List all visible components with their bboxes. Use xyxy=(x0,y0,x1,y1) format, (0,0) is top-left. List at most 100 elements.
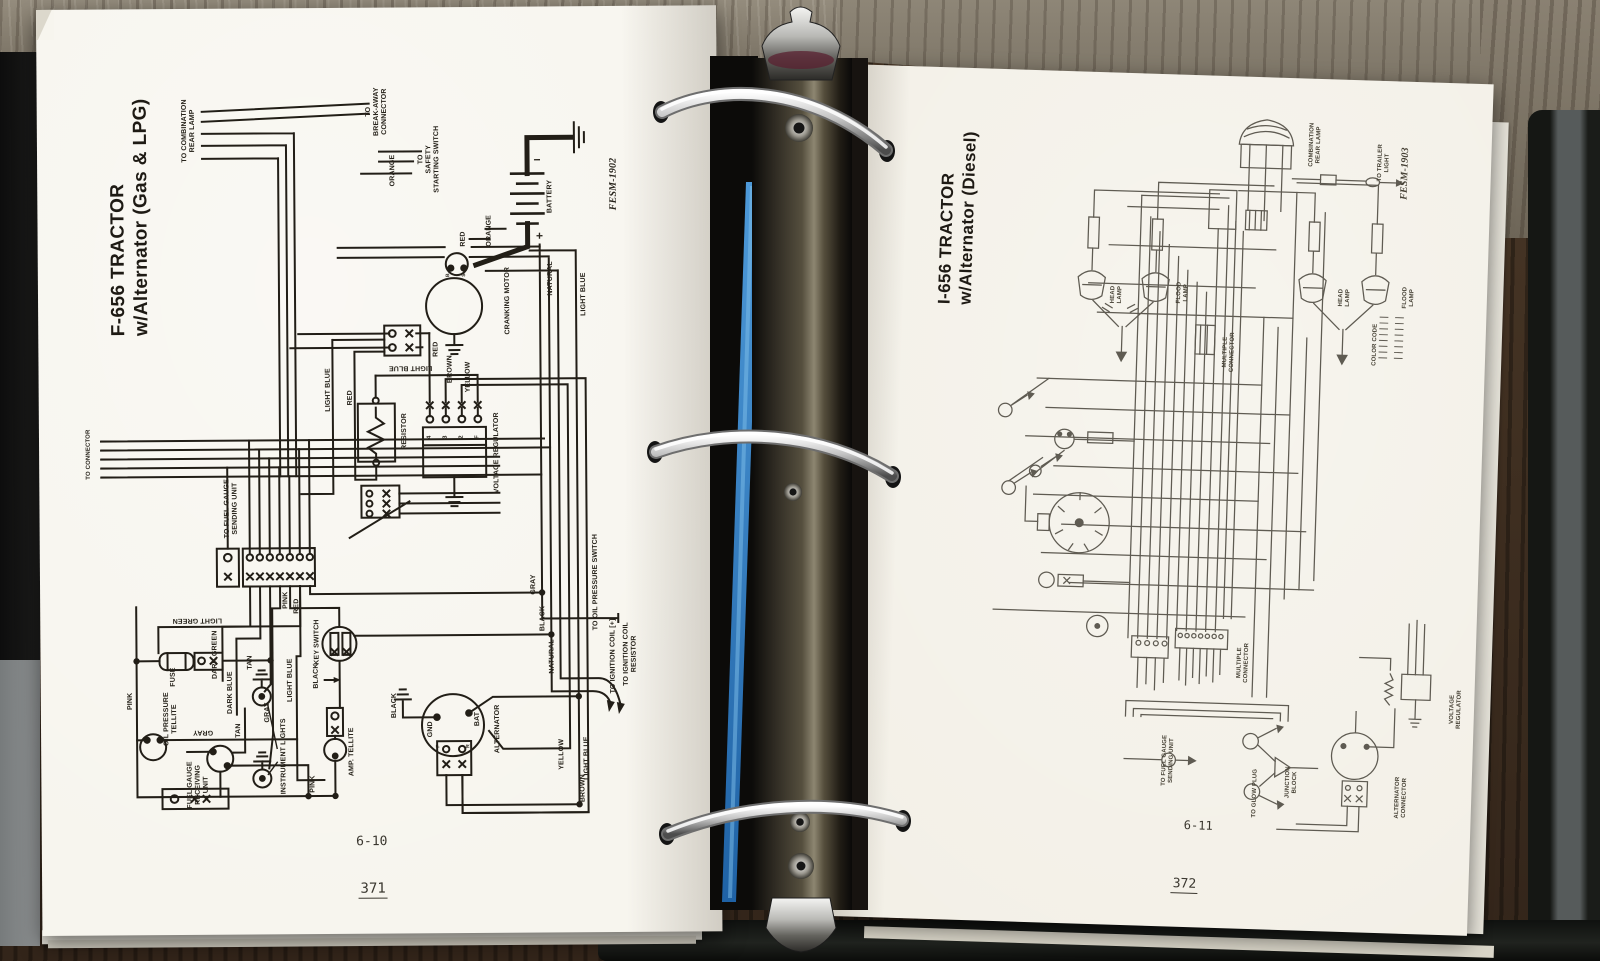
left-page-title-line1: F-656 TRACTOR xyxy=(107,183,130,337)
right-page-number: 372 xyxy=(1170,876,1199,894)
diagram-label: YELLOW xyxy=(464,361,472,393)
cranking-motor xyxy=(336,245,550,356)
diagram-label: GRAY xyxy=(263,702,272,723)
oil-pressure-tellite xyxy=(136,733,299,762)
diagram-label: TO BREAK-AWAY CONNECTOR xyxy=(364,87,388,137)
left-page-number: 371 xyxy=(358,880,388,899)
diagram-label: RED xyxy=(293,598,301,614)
right-page-title-line2: w/Alternator (Diesel) xyxy=(955,130,980,306)
diagram-label: MULTIPLE CONNECTOR xyxy=(1236,642,1251,683)
diagram-label: FUSE xyxy=(169,667,177,687)
diagram-label: LIGHT BLUE xyxy=(286,658,294,703)
diagram-label: 4 xyxy=(426,435,433,440)
color-code-legend xyxy=(1378,316,1404,360)
diagram-label: BATTERY xyxy=(546,179,554,214)
multiple-connectors xyxy=(1124,627,1290,722)
binder-ring-bottom xyxy=(659,799,911,845)
voltage-regulator-right xyxy=(1359,619,1432,728)
diagram-label: MULTIPLE CONNECTOR xyxy=(1221,332,1236,373)
instrument-lights xyxy=(251,669,279,789)
diagram-label: BLACK xyxy=(390,692,399,719)
diagram-label: LIGHT BLUE xyxy=(324,368,332,412)
right-page-title: I-656 TRACTOR w/Alternator (Diesel) xyxy=(934,130,981,305)
right-page-title-line1: I-656 TRACTOR xyxy=(934,172,958,305)
spine-rivet-bottom-hole xyxy=(796,818,804,826)
glow-plugs xyxy=(1242,724,1319,810)
headlamps-right xyxy=(1238,182,1390,366)
diagram-label: FLOOD LAMP xyxy=(1401,286,1416,309)
left-figure-number: 6-10 xyxy=(356,834,388,850)
diagram-label: PINK xyxy=(126,692,134,711)
right-bundle xyxy=(133,243,625,808)
binder-cover-right xyxy=(1528,110,1600,961)
voltage-regulator xyxy=(374,332,590,815)
diagram-label: PINK xyxy=(282,591,290,609)
binder-spine xyxy=(647,6,911,953)
lower-harness xyxy=(135,585,544,799)
fuel-sender xyxy=(1123,752,1197,768)
diagram-label: TO GLOW PLUG xyxy=(1251,768,1259,818)
connector-block-b xyxy=(348,484,501,540)
diagram-label: − xyxy=(533,152,541,167)
diagram-label: CRANKING MOTOR xyxy=(503,266,512,335)
headlamps-left xyxy=(1077,181,1275,363)
black-mat-left xyxy=(0,52,40,664)
diagram-label: GND xyxy=(427,721,435,738)
diagram-label: B xyxy=(445,273,452,278)
spine-bar xyxy=(752,58,852,910)
binder-ring-middle xyxy=(647,429,901,488)
connector-strip xyxy=(215,547,317,588)
fuel-gauge-receiving-unit xyxy=(161,744,310,811)
diagram-label: YELLOW xyxy=(558,738,566,770)
diagram-label: BLACK xyxy=(539,605,547,632)
diagram-label: OIL PRESSURE TELLITE xyxy=(162,692,179,747)
diagram-label: FLOOD LAMP xyxy=(1175,281,1190,304)
diagram-label: ORANGE xyxy=(485,215,493,247)
spine-rivet-top-hole xyxy=(793,122,805,134)
diagram-label: COMBINATION REAR LAMP xyxy=(1308,122,1323,167)
alternator-right xyxy=(1276,708,1396,833)
spine-lever-accent xyxy=(768,51,834,69)
spine-rivet-middle-hole xyxy=(789,488,797,496)
diagram-label: HEAD LAMP xyxy=(1337,288,1352,307)
diagram-label: TO FUEL GAUGE SENDING UNIT xyxy=(223,479,239,539)
top-harness xyxy=(200,102,507,478)
diagram-label: RESISTOR xyxy=(400,412,409,450)
key-switch xyxy=(321,625,553,709)
left-page-title-line2: w/Alternator (Gas & LPG) xyxy=(129,98,153,337)
connector-block-a xyxy=(289,324,431,357)
diagram-label: RED xyxy=(346,390,354,406)
diagram-label: FUEL GAUGE RECEIVING UNIT xyxy=(186,761,210,809)
diagram-label: TO CONNECTOR xyxy=(85,429,92,480)
spine-boss-bottom-hole xyxy=(796,861,806,871)
diagram-label: VOLTAGE REGULATOR xyxy=(492,412,501,494)
diagram-label: BROWN xyxy=(579,774,587,803)
diagram-label: BROWN xyxy=(446,355,454,384)
diagram-label: VOLTAGE REGULATOR xyxy=(1448,690,1463,730)
diagram-label: S xyxy=(461,273,468,277)
diagram-label: LIGHT BLUE xyxy=(579,272,588,316)
diagram-label: 2 xyxy=(458,435,465,439)
trailer-light-feed xyxy=(1291,174,1404,188)
diagram-label: BLACK xyxy=(312,663,320,689)
diagram-label: INSTRUMENT LIGHTS xyxy=(280,718,288,795)
sheet-connectors-left xyxy=(997,377,1065,495)
diagram-label: TAN xyxy=(246,655,254,670)
diagram-label: TO TRAILER LIGHT xyxy=(1376,144,1391,182)
alternator xyxy=(393,688,590,815)
combination-rear-lamp xyxy=(1238,119,1295,222)
diagram-label: TO COMBINATION REAR LAMP xyxy=(180,99,196,163)
diagram-label: HEAD LAMP xyxy=(1109,285,1124,304)
diagram-label: TO OIL PRESSURE SWITCH xyxy=(591,533,600,631)
diagram-label: + xyxy=(535,228,544,243)
diagram-label: COLOR CODE xyxy=(1371,323,1379,366)
bus-lines xyxy=(100,437,552,554)
diagram-label: TO SAFETY STARTING SWITCH xyxy=(417,125,441,193)
diagram-label: LIGHT BLUE xyxy=(388,364,433,372)
diagram-label: DARK GREEN xyxy=(211,630,219,680)
resistor xyxy=(300,338,397,496)
diagram-label: BAT xyxy=(473,711,482,727)
right-figure-number: 6-11 xyxy=(1183,817,1213,833)
left-page: TO COMBINATION REAR LAMP TO BREAK-AWAY CO… xyxy=(36,5,723,936)
